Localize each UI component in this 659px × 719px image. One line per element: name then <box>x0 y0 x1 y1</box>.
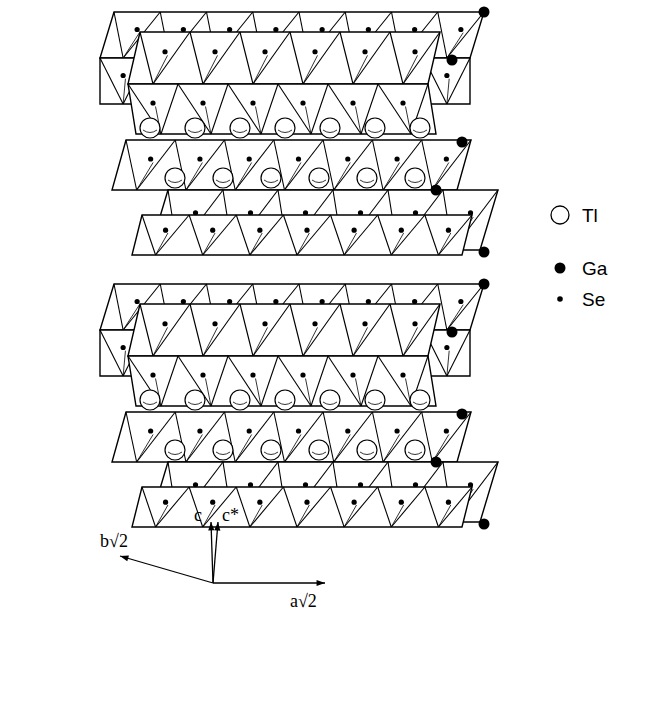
tetrahedra-band <box>112 412 471 462</box>
tl-atom <box>275 390 295 410</box>
tl-atom <box>309 440 329 460</box>
tetrahedra-band <box>128 304 440 356</box>
tl-atom <box>165 168 185 188</box>
tl-atom <box>165 440 185 460</box>
tl-atom <box>365 118 385 138</box>
legend-symbol <box>548 203 572 227</box>
tl-atom <box>230 390 250 410</box>
ga-atom <box>431 457 442 468</box>
ga-atom <box>457 137 468 148</box>
tl-atom <box>405 168 425 188</box>
tl-atom <box>365 390 385 410</box>
tl-atom <box>357 168 377 188</box>
legend-item: Se <box>548 287 605 311</box>
tl-atom <box>320 118 340 138</box>
tl-atom <box>213 168 233 188</box>
tl-atom <box>185 118 205 138</box>
ga-atom <box>479 7 490 18</box>
ga-atom <box>479 247 490 258</box>
tl-atom <box>185 390 205 410</box>
legend-item: Ga <box>548 256 607 280</box>
tetrahedra-band <box>132 487 472 527</box>
tetrahedra-band <box>132 215 472 255</box>
legend-text: Ga <box>582 259 607 278</box>
tl-atom <box>357 440 377 460</box>
legend-text: Tl <box>582 206 598 225</box>
tl-atom <box>410 390 430 410</box>
ga-atom <box>457 409 468 420</box>
legend-symbol <box>548 287 572 311</box>
tl-atom <box>261 440 281 460</box>
ga-atom <box>447 55 458 66</box>
tl-atom <box>275 118 295 138</box>
axis-label: c <box>194 506 202 524</box>
tl-atom <box>140 390 160 410</box>
legend-item: Tl <box>548 203 598 227</box>
axis-label: c* <box>222 506 239 524</box>
axis-label: b√2 <box>100 532 128 550</box>
tetrahedra-band <box>128 32 440 84</box>
tetrahedra-band <box>112 140 471 190</box>
ga-atom <box>431 185 442 196</box>
tl-atom <box>261 168 281 188</box>
tl-atom <box>320 390 340 410</box>
tl-atom <box>213 440 233 460</box>
tl-atom <box>140 118 160 138</box>
ga-atom <box>479 519 490 530</box>
tl-atom <box>410 118 430 138</box>
ga-atom <box>479 279 490 290</box>
ga-atom <box>447 327 458 338</box>
tl-atom <box>405 440 425 460</box>
axis-arrows <box>120 522 325 586</box>
tl-atom <box>309 168 329 188</box>
legend-text: Se <box>582 290 605 309</box>
axis-label: a√2 <box>290 592 317 610</box>
legend-symbol <box>548 256 572 280</box>
tl-atom <box>230 118 250 138</box>
